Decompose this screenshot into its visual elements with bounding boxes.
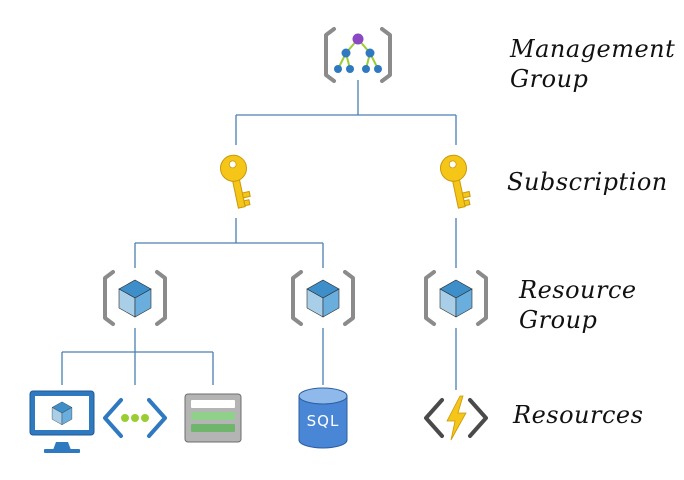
resource-group-label: Resource Group <box>519 276 637 334</box>
sql-database-icon: SQL <box>298 387 348 449</box>
resource-group-icon <box>291 270 355 326</box>
connector-lines <box>61 80 457 390</box>
storage-account-icon <box>184 393 242 443</box>
resources-label: Resources <box>513 401 644 429</box>
resource-group-icon <box>103 270 167 326</box>
subscription-label: Subscription <box>507 168 668 196</box>
function-app-icon <box>424 395 488 441</box>
key-icon <box>217 152 256 211</box>
management-group-icon <box>324 27 392 83</box>
management-group-label: Management Group <box>510 35 676 93</box>
virtual-machine-icon <box>29 390 95 453</box>
virtual-network-icon <box>103 398 167 438</box>
resource-group-icon <box>424 270 488 326</box>
sql-label: SQL <box>307 412 340 430</box>
key-icon <box>437 152 476 211</box>
